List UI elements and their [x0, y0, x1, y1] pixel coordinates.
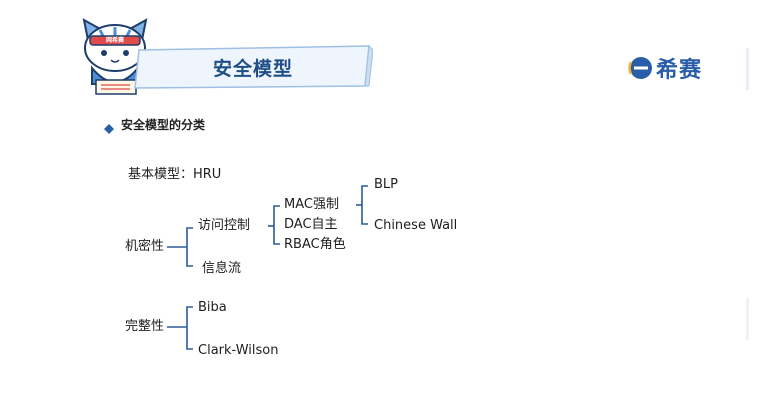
node-info-flow: 信息流	[202, 261, 242, 276]
node-chinese-wall: Chinese Wall	[374, 218, 458, 233]
brand-logo-text: 希赛	[656, 58, 703, 83]
node-clark-wilson: Clark-Wilson	[198, 343, 279, 358]
node-blp: BLP	[374, 177, 399, 192]
title-banner: 安全模型	[133, 44, 373, 90]
bullet-diamond-icon	[104, 119, 114, 134]
mascot-cat-icon: 网希赛	[78, 18, 152, 100]
node-base-model: 基本模型：HRU	[128, 167, 222, 182]
edge-decoration	[746, 298, 749, 340]
node-access-control: 访问控制	[198, 218, 251, 233]
mascot-badge: 网希赛	[105, 37, 124, 44]
node-integrity: 完整性	[125, 319, 165, 334]
edge-decoration	[746, 48, 749, 90]
node-confidentiality: 机密性	[125, 239, 165, 254]
page-title: 安全模型	[212, 57, 293, 80]
node-dac: DAC自主	[284, 217, 338, 232]
node-rbac: RBAC角色	[284, 237, 346, 252]
node-biba: Biba	[198, 300, 227, 315]
node-mac: MAC强制	[284, 197, 339, 212]
brand-logo-icon	[628, 55, 654, 81]
section-heading: 安全模型的分类	[121, 118, 206, 132]
